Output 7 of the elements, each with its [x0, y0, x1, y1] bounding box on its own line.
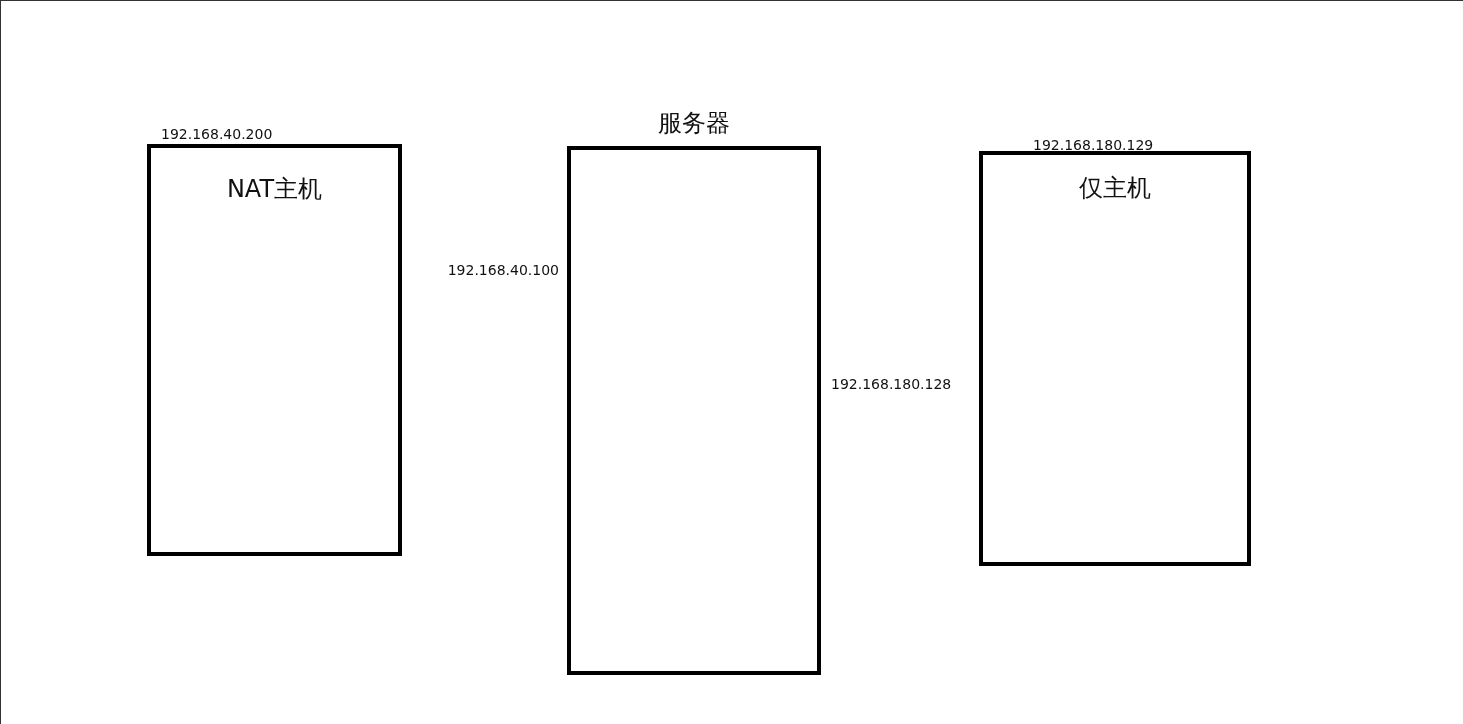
ip-address: 192.168.40.100	[447, 262, 559, 278]
ip-address: 192.168.40.200	[161, 126, 273, 142]
ip-address: 192.168.180.129	[1033, 137, 1154, 153]
ip-address: 192.168.180.128	[831, 376, 952, 392]
box-heading: 服务器	[657, 108, 731, 138]
box-heading: NAT主机	[225, 174, 324, 204]
box-heading: 仅主机	[1078, 173, 1152, 203]
